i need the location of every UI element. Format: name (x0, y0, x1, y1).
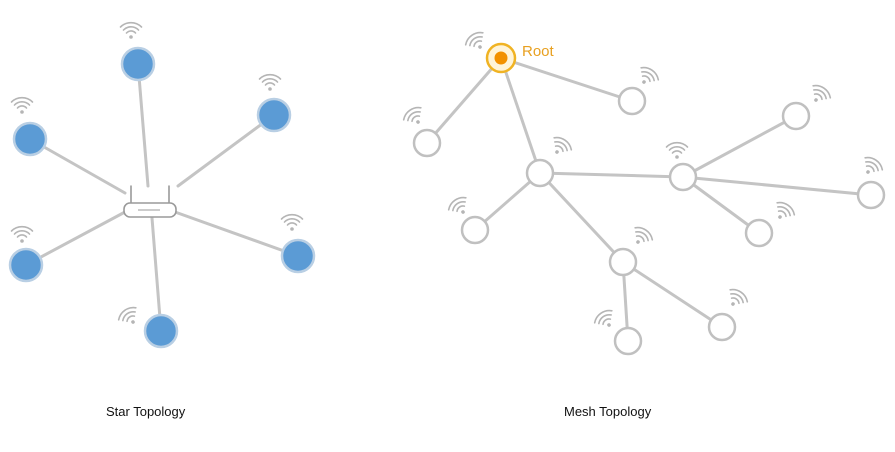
wifi-icon (462, 28, 491, 56)
wifi-icon (665, 141, 689, 160)
wifi-icon (445, 193, 474, 221)
mesh-node (525, 158, 555, 188)
mesh-node (668, 162, 698, 192)
wifi-icon (546, 133, 575, 161)
mesh-nodes (412, 86, 886, 356)
mesh-link (473, 171, 542, 232)
star-topology (8, 21, 316, 349)
wifi-icon (627, 223, 656, 251)
router-icon (123, 185, 177, 218)
mesh-link (499, 56, 542, 175)
star-topology-caption: Star Topology (106, 404, 186, 419)
star-node (8, 247, 44, 283)
wifi-icon (10, 225, 34, 244)
star-link (150, 216, 163, 333)
root-node (485, 42, 517, 74)
mesh-links (425, 56, 873, 343)
mesh-node (608, 247, 638, 277)
wifi-icon (591, 306, 620, 334)
wifi-icon (769, 198, 798, 226)
wifi-icon (10, 96, 34, 115)
mesh-node (617, 86, 647, 116)
mesh-node (613, 326, 643, 356)
mesh-link (538, 171, 625, 264)
mesh-link (425, 56, 503, 145)
mesh-link (538, 171, 685, 179)
mesh-signal-icons (400, 28, 886, 334)
star-node (280, 238, 316, 274)
mesh-link (621, 260, 724, 329)
mesh-node (781, 101, 811, 131)
star-link (173, 210, 300, 258)
star-node (12, 121, 48, 157)
root-label: Root (522, 43, 555, 60)
wifi-icon (857, 153, 886, 181)
mesh-node (856, 180, 886, 210)
mesh-node (412, 128, 442, 158)
mesh-link (681, 114, 798, 179)
star-link (24, 210, 127, 267)
mesh-topology: Root (400, 28, 886, 356)
mesh-link (681, 175, 873, 197)
wifi-icon (115, 303, 144, 331)
mesh-node (460, 215, 490, 245)
wifi-icon (633, 63, 662, 91)
wifi-icon (280, 213, 304, 232)
star-link (28, 137, 127, 195)
star-link (136, 62, 150, 188)
wifi-icon (119, 21, 143, 40)
star-node (143, 313, 179, 349)
mesh-node (707, 312, 737, 342)
mesh-link (681, 175, 761, 235)
star-nodes (8, 46, 316, 349)
wifi-icon (805, 81, 834, 109)
wifi-icon (258, 73, 282, 92)
mesh-link (499, 56, 634, 103)
star-links (24, 62, 300, 333)
star-node (120, 46, 156, 82)
star-node (256, 97, 292, 133)
wifi-icon (722, 285, 751, 313)
mesh-topology-caption: Mesh Topology (564, 404, 652, 419)
wifi-icon (400, 103, 429, 131)
mesh-node (744, 218, 774, 248)
star-link (176, 113, 276, 188)
